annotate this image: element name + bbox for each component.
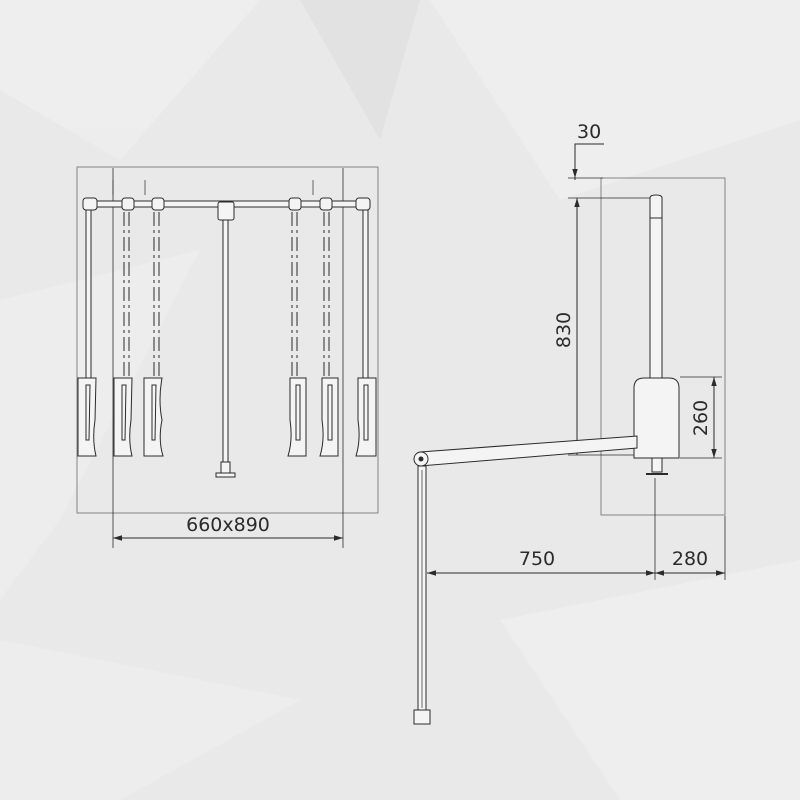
side-cabinet-outline xyxy=(600,177,726,516)
right-end-cap xyxy=(355,197,371,211)
lowered-arm xyxy=(419,435,638,467)
left-arm-inner xyxy=(143,212,164,457)
hanging-rod-foot xyxy=(413,709,431,725)
bracket-height-label: 260 xyxy=(690,400,712,436)
clip-left-3 xyxy=(151,197,165,211)
left-arm-outer xyxy=(77,209,97,457)
front-width-label: 660x890 xyxy=(186,514,270,536)
offset-label: 30 xyxy=(577,121,601,143)
bracket-housing xyxy=(633,377,680,459)
center-clip xyxy=(217,201,235,221)
right-arm-outer xyxy=(355,209,377,457)
post-cap xyxy=(649,194,663,219)
right-arm-mid xyxy=(319,212,339,457)
cabinet-outline xyxy=(76,166,379,514)
depth-label: 280 xyxy=(672,548,708,570)
reach-label: 750 xyxy=(519,548,555,570)
height-label: 830 xyxy=(553,312,575,348)
clip-right-3 xyxy=(319,197,333,211)
left-end-cap xyxy=(82,197,98,211)
left-arm-mid xyxy=(113,212,133,457)
right-arm-inner xyxy=(287,212,307,457)
vertical-post xyxy=(649,197,663,384)
center-rod-foot xyxy=(220,461,231,475)
center-rod-base xyxy=(215,472,236,478)
clip-left-2 xyxy=(121,197,135,211)
clip-right-2 xyxy=(288,197,302,211)
bracket-screw xyxy=(651,457,663,473)
arm-pivot-center xyxy=(418,456,424,462)
front-view xyxy=(76,166,379,548)
center-rod xyxy=(222,219,229,465)
side-view xyxy=(413,143,726,725)
